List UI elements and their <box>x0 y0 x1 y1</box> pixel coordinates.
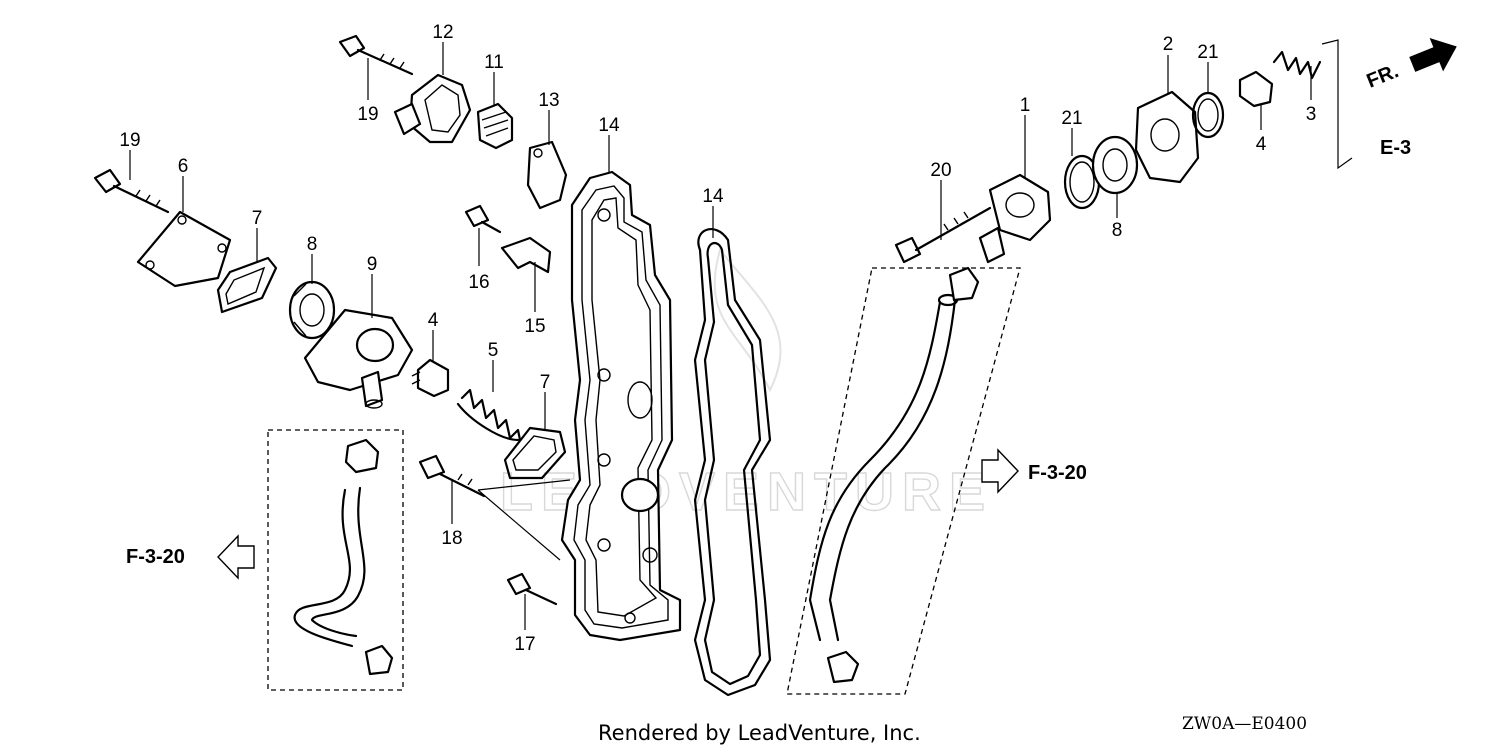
part-10-thermostat[interactable] <box>476 102 514 150</box>
part-18-bolt[interactable] <box>418 454 486 498</box>
part-11-thermostat-cover[interactable] <box>393 73 472 144</box>
callout-1: 1 <box>1020 95 1031 116</box>
callout-21-lower: 21 <box>1061 108 1082 129</box>
callout-14: 14 <box>702 186 724 207</box>
part-5-spring[interactable] <box>456 388 522 442</box>
reference-f3-20-left[interactable]: F-3-20 <box>126 534 255 580</box>
hose-group-box-right <box>786 267 1021 695</box>
callout-9: 9 <box>367 254 378 275</box>
footer-diagram-code: ZW0A—E0400 <box>1182 714 1307 734</box>
callout-11: 12 <box>432 22 453 43</box>
part-17-bolt[interactable] <box>506 572 558 606</box>
hose-group-box-left <box>267 429 404 691</box>
callout-15: 15 <box>524 316 545 337</box>
part-2-thermostat-housing[interactable] <box>1134 90 1200 184</box>
callout-10: 11 <box>484 52 504 73</box>
arrow-left-icon <box>217 534 255 580</box>
leader-lines <box>129 39 1353 630</box>
callout-16: 16 <box>468 272 489 293</box>
arrow-right-icon <box>981 448 1019 494</box>
callout-18: 18 <box>441 528 462 549</box>
part-12-gasket[interactable] <box>526 140 568 210</box>
front-arrow-icon <box>1409 38 1457 72</box>
part-16-bolt[interactable] <box>464 204 502 234</box>
callout-5: 5 <box>488 340 499 361</box>
callout-4-right: 4 <box>1256 134 1267 155</box>
ref-e3-label: E-3 <box>1380 137 1411 159</box>
callout-12: 13 <box>538 90 559 111</box>
part-14-gasket[interactable] <box>693 228 772 697</box>
hose-right[interactable] <box>808 266 980 684</box>
callout-8-right: 8 <box>1112 220 1123 241</box>
hose-left[interactable] <box>293 438 394 676</box>
callout-19-upper: 19 <box>357 104 378 125</box>
part-6-cover-plate[interactable] <box>136 210 232 288</box>
part-7-gasket-lower[interactable] <box>503 426 567 480</box>
part-8-seal-left[interactable] <box>288 280 336 340</box>
callout-8-left: 8 <box>307 234 318 255</box>
callout-3: 3 <box>1306 104 1317 125</box>
callout-7-left: 7 <box>252 208 263 229</box>
part-19-bolt-upper[interactable] <box>338 34 414 76</box>
reference-front: FR. <box>1364 38 1457 93</box>
ref-f3-20-right-label: F-3-20 <box>1028 462 1087 484</box>
callout-19-left: 19 <box>119 130 140 151</box>
part-21-o-ring-upper[interactable] <box>1191 91 1225 139</box>
part-9-thermostat-housing[interactable] <box>303 308 414 409</box>
ref-f3-20-left-label: F-3-20 <box>126 546 185 568</box>
part-3-spring[interactable] <box>1272 50 1322 80</box>
part-19-bolt-left[interactable] <box>93 168 170 214</box>
part-1-thermostat-cover[interactable] <box>978 173 1052 264</box>
part-4-valve-right[interactable] <box>1238 70 1274 108</box>
reference-e3[interactable]: E-3 <box>1380 137 1411 159</box>
footer-credit: Rendered by LeadVenture, Inc. <box>598 721 921 745</box>
reference-f3-20-right[interactable]: F-3-20 <box>981 448 1087 494</box>
part-20-bolt[interactable] <box>894 206 992 264</box>
callout-7-lower: 7 <box>540 372 551 393</box>
part-7-gasket-left[interactable] <box>216 256 278 314</box>
callout-21-upper: 21 <box>1197 42 1218 63</box>
callout-4-left: 4 <box>428 310 439 331</box>
part-4-valve-left[interactable] <box>411 358 450 398</box>
callout-6: 6 <box>178 156 189 177</box>
callout-2: 2 <box>1163 34 1174 55</box>
callout-13: 14 <box>598 115 620 136</box>
callout-17: 17 <box>514 634 535 655</box>
part-8-seal-right[interactable] <box>1091 135 1139 195</box>
callouts: 12 11 13 14 19 19 6 7 8 9 4 5 7 16 15 18… <box>119 22 1316 655</box>
part-13-cover[interactable] <box>560 170 682 642</box>
front-label: FR. <box>1364 60 1402 92</box>
part-15-bracket[interactable] <box>500 236 552 274</box>
callout-20: 20 <box>930 160 951 181</box>
